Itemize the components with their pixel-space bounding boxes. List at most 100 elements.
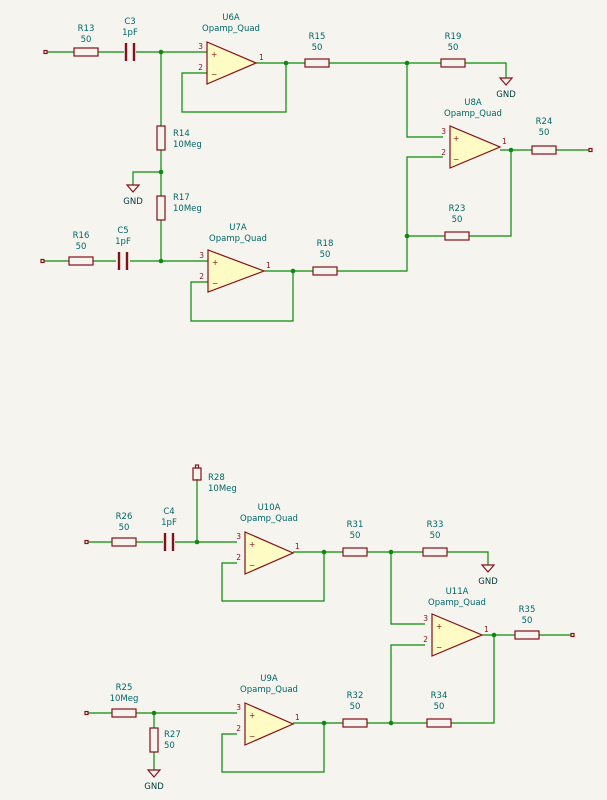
junction-dot [321, 549, 327, 555]
junction-dot [508, 147, 514, 153]
wire [132, 171, 161, 185]
pin-minus-sign: − [249, 732, 255, 741]
opamp-value: Opamp_Quad [209, 234, 267, 244]
ground-symbol[interactable]: GND [478, 564, 498, 587]
opamp-U11A[interactable]: + − 3 2 1 U11A Opamp_Quad [423, 587, 489, 657]
pin-number: 3 [423, 614, 428, 623]
resistor-ref: R13 [78, 24, 95, 34]
wire [221, 552, 325, 602]
opamp-U8A[interactable]: + − 3 2 1 U8A Opamp_Quad [441, 98, 507, 169]
capacitor-C5[interactable]: C5 1pF [115, 226, 131, 270]
pin-minus-sign: − [212, 279, 218, 288]
pin-number: 2 [423, 635, 428, 644]
resistor-ref: R28 [208, 473, 225, 483]
resistor-R27[interactable]: R27 50 [149, 727, 181, 753]
resistor-ref: R33 [427, 520, 444, 530]
input-port-stub [40, 258, 45, 264]
resistor-value: 50 [448, 43, 459, 53]
pin-number: 1 [502, 137, 507, 146]
resistor-value: 50 [350, 531, 361, 541]
opamp-value: Opamp_Quad [202, 24, 260, 34]
opamp-ref: U10A [258, 503, 281, 513]
ground-symbol[interactable]: GND [496, 77, 516, 100]
resistor-ref: R32 [347, 691, 364, 701]
resistor-R14[interactable]: R14 10Meg [156, 125, 202, 151]
opamp-U7A[interactable]: + − 3 2 1 U7A Opamp_Quad [199, 223, 271, 293]
capacitor-value: 1pF [161, 518, 177, 528]
resistor-R13[interactable]: R13 50 [73, 24, 99, 57]
pin-number: 3 [441, 127, 446, 136]
resistor-ref: R35 [519, 605, 536, 615]
resistor-R34[interactable]: R34 50 [426, 691, 452, 728]
opamp-ref: U7A [229, 223, 247, 233]
resistor-R25[interactable]: R25 10Meg [110, 683, 139, 718]
resistor-ref: R18 [317, 239, 334, 249]
resistor-value: 50 [312, 43, 323, 53]
capacitor-C3[interactable]: C3 1pF [122, 17, 138, 61]
opamp-U10A[interactable]: + − 3 2 1 U10A Opamp_Quad [236, 503, 300, 575]
resistor-ref: R27 [164, 730, 181, 740]
pin-number: 3 [199, 251, 204, 260]
junction-dot [151, 710, 157, 716]
resistor-R19[interactable]: R19 50 [440, 32, 466, 68]
junction-dot [194, 539, 200, 545]
junctions [151, 49, 514, 726]
pin-plus-sign: + [211, 50, 217, 59]
opamp-ref: U8A [464, 98, 482, 108]
resistor-R17[interactable]: R17 10Meg [156, 193, 202, 221]
resistor-ref: R15 [309, 32, 326, 42]
capacitor-ref: C5 [117, 226, 128, 236]
ground-symbol[interactable]: GND [144, 769, 164, 792]
ground-label: GND [144, 782, 164, 792]
resistor-ref: R16 [73, 231, 90, 241]
junction-dot [290, 268, 296, 274]
output-port-stub [588, 147, 593, 153]
resistor-R32[interactable]: R32 50 [342, 691, 368, 728]
resistor-value: 50 [119, 523, 130, 533]
junction-dot [388, 549, 394, 555]
opamp-value: Opamp_Quad [444, 109, 502, 119]
pin-number: 2 [198, 63, 203, 72]
wire [221, 723, 325, 773]
ground-label: GND [496, 90, 516, 100]
resistor-R15[interactable]: R15 50 [304, 32, 330, 68]
resistor-value: 10Meg [173, 140, 202, 150]
capacitor-value: 1pF [115, 237, 131, 247]
opamp-U9A[interactable]: + − 3 2 1 U9A Opamp_Quad [236, 674, 300, 746]
resistor-R35[interactable]: R35 50 [514, 605, 540, 640]
resistor-ref: R19 [445, 32, 462, 42]
pin-number: 1 [266, 261, 271, 270]
resistor-R26[interactable]: R26 50 [111, 512, 137, 547]
resistor-ref: R31 [347, 520, 364, 530]
capacitor-ref: C4 [163, 507, 174, 517]
resistor-ref: R14 [173, 129, 190, 139]
capacitor-C4[interactable]: C4 1pF [161, 507, 177, 551]
ground-symbol[interactable]: GND [123, 184, 143, 207]
resistor-R23[interactable]: R23 50 [444, 204, 470, 241]
resistor-R16[interactable]: R16 50 [68, 231, 94, 266]
port-stubs [40, 49, 593, 716]
resistor-R18[interactable]: R18 50 [312, 239, 338, 276]
resistor-R31[interactable]: R31 50 [342, 520, 368, 557]
pin-minus-sign: − [249, 561, 255, 570]
capacitor-value: 1pF [122, 28, 138, 38]
resistor-value: 50 [320, 250, 331, 260]
resistor-value: 50 [539, 128, 550, 138]
resistor-R33[interactable]: R33 50 [422, 520, 448, 557]
pin-number: 2 [441, 148, 446, 157]
wire [190, 271, 294, 322]
opamp-U6A[interactable]: + − 3 2 1 U6A Opamp_Quad [198, 13, 264, 85]
pin-number: 1 [295, 713, 300, 722]
input-port-stub [84, 539, 89, 545]
resistor-R28[interactable]: R28 10Meg [192, 467, 237, 494]
resistor-R24[interactable]: R24 50 [531, 117, 557, 155]
junction-dot [388, 720, 394, 726]
resistor-value: 50 [164, 741, 175, 751]
resistor-ref: R26 [116, 512, 133, 522]
junction-dot [158, 169, 164, 175]
wires [44, 51, 589, 773]
pin-plus-sign: + [212, 258, 218, 267]
resistor-value: 10Meg [110, 694, 139, 704]
pin-number: 2 [199, 272, 204, 281]
